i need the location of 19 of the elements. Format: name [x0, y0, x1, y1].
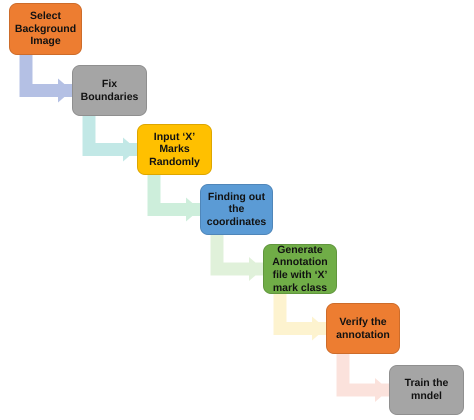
step-label: Input ‘X’ Marks Randomly [148, 130, 201, 168]
process-box [389, 365, 464, 415]
process-box [263, 244, 337, 294]
process-box [9, 3, 82, 55]
bent-arrow [148, 175, 200, 222]
bent-arrow [274, 294, 326, 340]
step-label: Fix Boundaries [80, 78, 140, 104]
step-label: Finding out the coordinates [206, 190, 268, 228]
step-label: Generate Annotation file with ‘X’ mark class [271, 244, 329, 294]
bent-arrow [20, 55, 72, 102]
process-box [72, 65, 147, 116]
step-label: Train the mndel [404, 377, 450, 403]
step-label: Verify the annotation [335, 316, 391, 342]
process-box [326, 303, 400, 354]
process-box [137, 124, 212, 175]
bent-arrow [336, 354, 389, 402]
bent-arrow [210, 235, 263, 281]
process-box [200, 184, 273, 235]
step-label: Select Background Image [14, 10, 78, 48]
